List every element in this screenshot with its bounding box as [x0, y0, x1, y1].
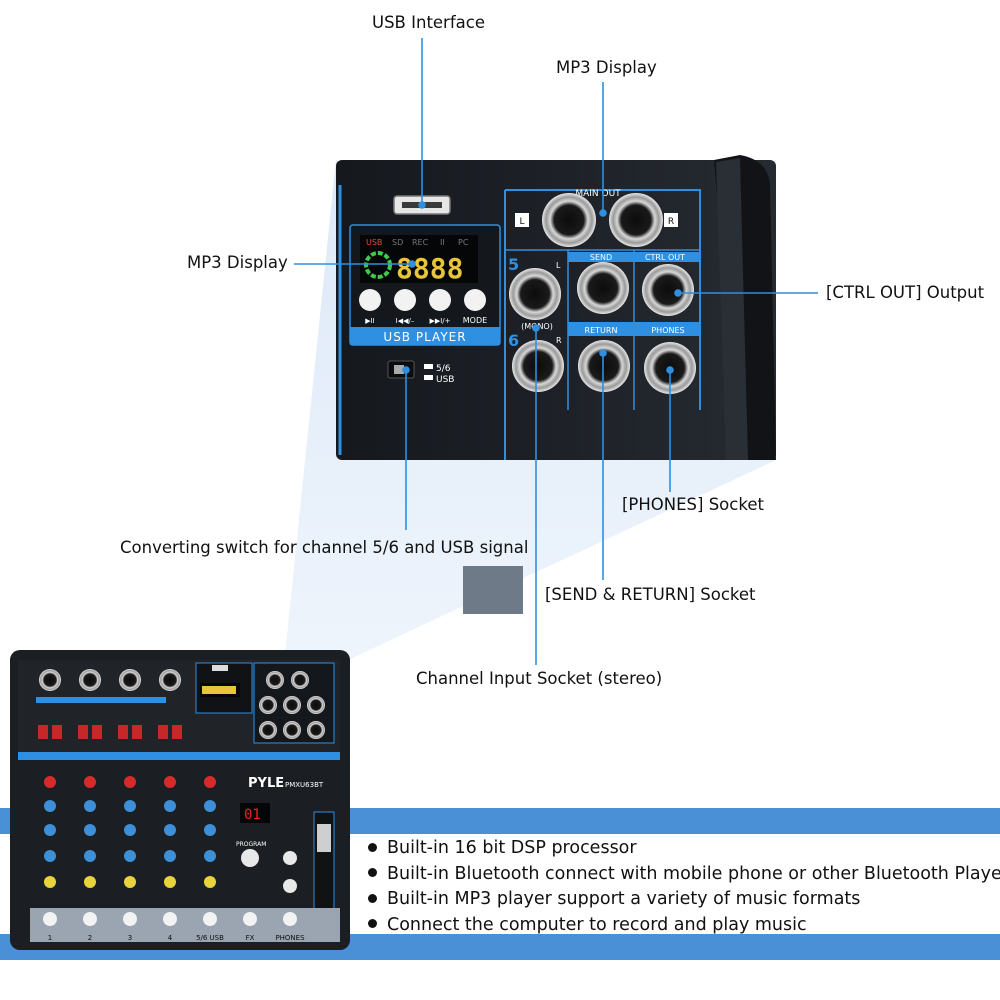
- channel-6-label: 6: [508, 331, 519, 350]
- main-out-label: MAIN OUT: [575, 189, 621, 199]
- enlarged-panel: USB PLAYER USB SD REC II PC 8888 ▶II I◀◀…: [336, 155, 776, 460]
- feature-text: Connect the computer to record and play …: [387, 914, 807, 935]
- mixer-device: PYLE PMXU63BT 01 PROGRAM 1 2 3 4 5/6 USB…: [10, 650, 350, 950]
- callout-mp3-display-top: MP3 Display: [556, 58, 657, 77]
- feature-text: Built-in Bluetooth connect with mobile p…: [387, 863, 1000, 884]
- usb-player-label: USB PLAYER: [383, 330, 466, 344]
- display-digits: 8888: [396, 252, 463, 285]
- callout-lines: [294, 38, 818, 665]
- mixer-program-label: PROGRAM: [236, 841, 266, 848]
- bullet-icon: [368, 919, 377, 928]
- svg-text:2: 2: [88, 934, 92, 942]
- channel-5-jack[interactable]: [509, 268, 561, 320]
- feature-item: Built-in Bluetooth connect with mobile p…: [362, 862, 1000, 888]
- display-indicators: USB SD REC II PC: [366, 238, 469, 247]
- return-jack[interactable]: [578, 340, 630, 392]
- send-jack[interactable]: [577, 262, 629, 314]
- feature-item: Built-in MP3 player support a variety of…: [362, 887, 1000, 913]
- switch-5-6-label: 5/6: [436, 364, 451, 374]
- feature-text: Built-in MP3 player support a variety of…: [387, 889, 861, 909]
- svg-text:FX: FX: [246, 934, 255, 942]
- mode-label: MODE: [463, 316, 487, 325]
- play-pause-label: ▶II: [365, 317, 375, 325]
- channel-6-right-label: R: [556, 336, 562, 345]
- channel-5-label: 5: [508, 255, 519, 274]
- prev-label: I◀◀/–: [396, 317, 415, 325]
- feature-text: Built-in 16 bit DSP processor: [387, 838, 637, 858]
- svg-text:REC: REC: [412, 238, 429, 247]
- ctrl-out-jack[interactable]: [642, 264, 694, 316]
- svg-text:SD: SD: [392, 238, 403, 247]
- svg-text:USB: USB: [366, 238, 382, 247]
- svg-text:3: 3: [128, 934, 132, 942]
- ctrl-out-label: CTRL OUT: [645, 253, 685, 262]
- channel-5-left-label: L: [556, 261, 561, 270]
- feature-list: Built-in 16 bit DSP processor Built-in B…: [362, 836, 1000, 938]
- player-buttons: ▶II I◀◀/– ▶▶I/+ MODE: [359, 289, 487, 325]
- svg-text:II: II: [440, 238, 445, 247]
- switch-usb-label: USB: [436, 375, 454, 385]
- bullet-icon: [368, 868, 377, 877]
- svg-text:5/6 USB: 5/6 USB: [196, 934, 224, 942]
- callout-ctrl-out: [CTRL OUT] Output: [826, 283, 985, 302]
- next-button[interactable]: [429, 289, 451, 311]
- callout-channel-input: Channel Input Socket (stereo): [416, 669, 663, 688]
- channel-6-jack[interactable]: [512, 340, 564, 392]
- mixer-dsp-display: 01: [244, 807, 261, 823]
- callout-phones: [PHONES] Socket: [622, 495, 764, 514]
- callout-mp3-display-left: MP3 Display: [187, 253, 288, 272]
- mixer-brand: PYLE: [248, 776, 284, 791]
- svg-text:PC: PC: [458, 238, 469, 247]
- return-label: RETURN: [585, 326, 618, 335]
- feature-item: Connect the computer to record and play …: [362, 913, 1000, 939]
- main-out-right-jack[interactable]: [609, 193, 663, 247]
- mixer-channel-labels: 1 2 3 4 5/6 USB FX PHONES: [48, 934, 305, 942]
- bullet-icon: [368, 842, 377, 852]
- main-out-left-jack[interactable]: [542, 193, 596, 247]
- prev-button[interactable]: [394, 289, 416, 311]
- gray-swatch: [463, 566, 523, 614]
- svg-text:PHONES: PHONES: [275, 934, 305, 942]
- next-label: ▶▶I/+: [429, 317, 450, 325]
- send-label: SEND: [590, 253, 612, 262]
- main-out-left-label: L: [519, 217, 524, 227]
- phones-label: PHONES: [651, 326, 684, 335]
- mixer-input-jacks: [36, 669, 182, 739]
- mixer-knobs: [44, 776, 297, 893]
- mixer-model: PMXU63BT: [285, 781, 324, 789]
- bullet-icon: [368, 893, 377, 903]
- feature-item: Built-in 16 bit DSP processor: [362, 836, 1000, 862]
- callout-usb-interface: USB Interface: [372, 13, 485, 32]
- svg-text:4: 4: [168, 934, 173, 942]
- callout-send-return: [SEND & RETURN] Socket: [545, 585, 756, 604]
- mode-button[interactable]: [464, 289, 486, 311]
- svg-text:1: 1: [48, 934, 52, 942]
- callout-converting-switch: Converting switch for channel 5/6 and US…: [120, 538, 529, 557]
- main-out-right-label: R: [668, 217, 674, 227]
- play-pause-button[interactable]: [359, 289, 381, 311]
